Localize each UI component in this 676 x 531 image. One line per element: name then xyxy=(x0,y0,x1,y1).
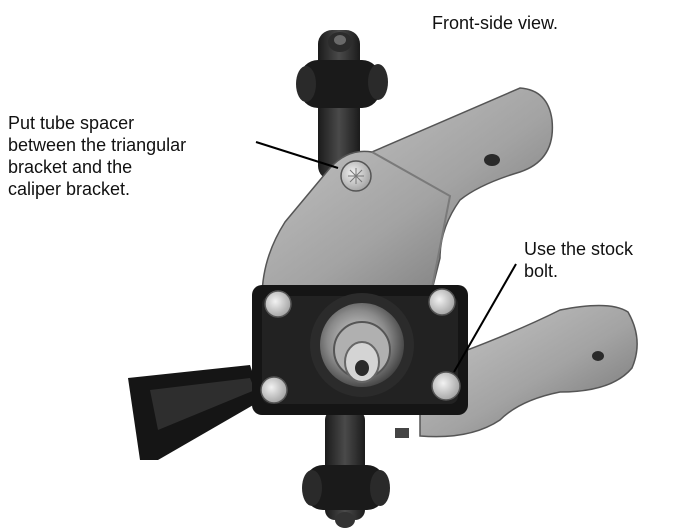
upper-ball-joint xyxy=(296,30,388,180)
spindle-hub xyxy=(310,293,414,397)
spacer-leader-line xyxy=(255,141,339,169)
bolt-top xyxy=(340,160,372,192)
triangular-bracket xyxy=(261,87,554,299)
tube-spacer-note: Put tube spacer between the triangular b… xyxy=(8,113,187,199)
bolt-leader-line xyxy=(453,263,517,373)
bracket-hole xyxy=(484,154,500,166)
bolt-lower-left xyxy=(260,376,288,404)
caliper-bracket-hole xyxy=(592,351,604,361)
bolt-upper-right xyxy=(428,288,456,316)
view-title: Front-side view. xyxy=(432,13,559,33)
stock-bolt-note: Use the stock bolt. xyxy=(524,239,634,281)
stock-bolt xyxy=(431,371,461,401)
bolt-upper-left xyxy=(264,290,292,318)
caliper-bracket xyxy=(419,304,638,438)
lower-ball-joint xyxy=(302,410,409,528)
